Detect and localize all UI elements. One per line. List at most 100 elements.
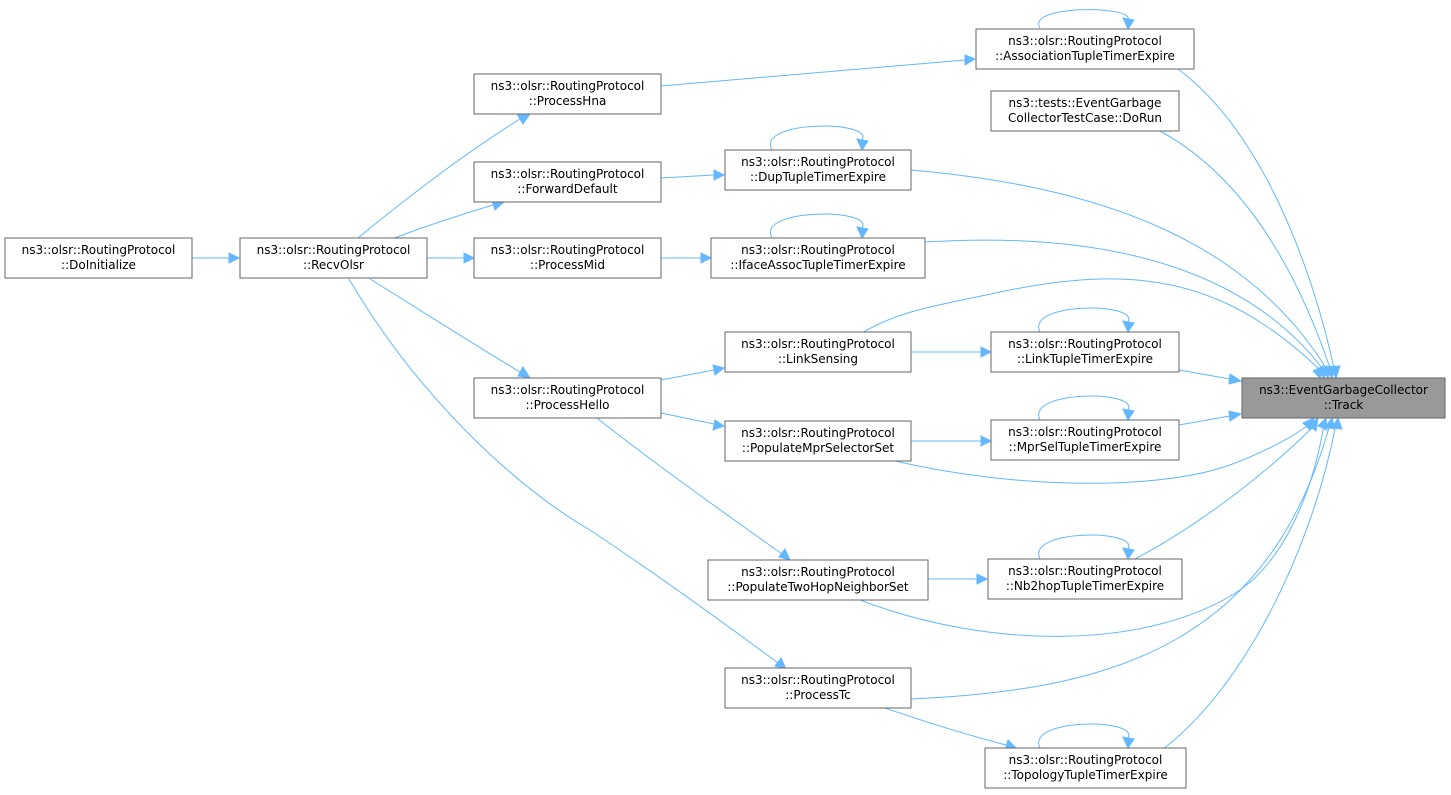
edge-processhello-linksensing xyxy=(660,369,715,381)
node-box xyxy=(975,28,1195,70)
node-populatemprselectorset[interactable]: ns3::olsr::RoutingProtocol ::PopulateMpr… xyxy=(724,420,912,462)
node-box xyxy=(990,419,1180,461)
self-loop-ifaceassoctupletimerexpire xyxy=(769,213,864,239)
node-doinitialize[interactable]: ns3::olsr::RoutingProtocol ::DoInitializ… xyxy=(4,237,193,279)
self-loop-mprseltupletimerexpire xyxy=(1038,395,1130,421)
edge-forwarddefault-duptupletimerexpire xyxy=(660,174,715,179)
node-label-line2: ::LinkSensing xyxy=(778,352,858,366)
edge-mprseltupletimerexpire-track xyxy=(1178,415,1231,426)
node-label-line2: ::DoInitialize xyxy=(61,258,136,272)
edge-recvolsr-processtc xyxy=(348,278,779,664)
arrowhead xyxy=(964,54,977,66)
node-label-line2: ::LinkTupleTimerExpire xyxy=(1017,352,1153,366)
arrowhead xyxy=(1122,408,1135,422)
node-box xyxy=(724,331,912,373)
node-processmid[interactable]: ns3::olsr::RoutingProtocol ::ProcessMid xyxy=(473,237,662,279)
node-label-line2: ::Track xyxy=(1324,398,1364,412)
node-label-line1: ns3::tests::EventGarbage xyxy=(1009,96,1162,110)
arrowhead xyxy=(712,419,726,431)
node-label-line1: ns3::olsr::RoutingProtocol xyxy=(1008,425,1162,439)
self-loop-topologytupletimerexpire xyxy=(1038,723,1130,749)
arrowhead xyxy=(1312,365,1324,379)
arrowhead xyxy=(1122,320,1135,334)
edge-populatemprselectorset-track xyxy=(894,423,1311,484)
node-label-line2: ::PopulateTwoHopNeighborSet xyxy=(727,580,909,594)
node-linksensing[interactable]: ns3::olsr::RoutingProtocol ::LinkSensing xyxy=(724,331,912,373)
node-track[interactable]: ns3::EventGarbageCollector ::Track xyxy=(1241,377,1446,419)
edge-linktupletimerexpire-track xyxy=(1178,369,1231,380)
node-box xyxy=(473,237,662,279)
arrowhead xyxy=(1228,410,1243,422)
node-topologytupletimerexpire[interactable]: ns3::olsr::RoutingProtocol ::TopologyTup… xyxy=(984,747,1187,789)
node-box xyxy=(990,331,1180,373)
node-duptupletimerexpire[interactable]: ns3::olsr::RoutingProtocol ::DupTupleTim… xyxy=(724,149,912,191)
node-box xyxy=(724,420,912,462)
node-label-line2: ::RecvOlsr xyxy=(303,258,364,272)
node-box xyxy=(1241,377,1446,419)
edge-processhello-populatetwohopneighborset xyxy=(596,417,783,555)
arrowhead xyxy=(976,573,989,585)
node-label-line2: ::Nb2hopTupleTimerExpire xyxy=(1006,579,1164,593)
node-label-line2: ::AssociationTupleTimerExpire xyxy=(995,49,1175,63)
node-processtc[interactable]: ns3::olsr::RoutingProtocol ::ProcessTc xyxy=(724,667,912,709)
node-associationtupletimerexpire[interactable]: ns3::olsr::RoutingProtocol ::Association… xyxy=(975,28,1195,70)
node-label-line2: ::IfaceAssocTupleTimerExpire xyxy=(730,258,905,272)
arrowhead xyxy=(1122,17,1135,31)
node-box xyxy=(707,559,929,601)
node-nb2hoptupletimerexpire[interactable]: ns3::olsr::RoutingProtocol ::Nb2hopTuple… xyxy=(987,558,1183,600)
edge-processtc-topologytupletimerexpire xyxy=(884,707,1007,746)
edge-recvolsr-processhna xyxy=(357,118,521,239)
edge-processhello-populatemprselectorset xyxy=(660,412,715,425)
node-recvolsr[interactable]: ns3::olsr::RoutingProtocol ::RecvOlsr xyxy=(239,237,428,279)
edge-nb2hoptupletimerexpire-track xyxy=(1134,423,1317,560)
edge-topologytupletimerexpire-track xyxy=(1129,423,1337,771)
node-box xyxy=(710,237,926,279)
edge-associationtupletimerexpire-track xyxy=(1177,68,1335,369)
node-label-line1: ns3::olsr::RoutingProtocol xyxy=(1009,753,1163,767)
arrowhead xyxy=(463,252,476,264)
node-label-line2: ::PopulateMprSelectorSet xyxy=(742,441,894,455)
edge-linksensing-track xyxy=(861,278,1319,369)
node-label-line1: ns3::olsr::RoutingProtocol xyxy=(491,243,645,257)
node-box xyxy=(984,747,1187,789)
edge-processtc-track xyxy=(910,423,1331,700)
arrowhead xyxy=(713,169,726,181)
node-label-line1: ns3::olsr::RoutingProtocol xyxy=(22,243,176,257)
edge-populatetwohopneighborset-track xyxy=(859,423,1325,637)
node-eventgarbagecollectortestcase-dorun[interactable]: ns3::tests::EventGarbage CollectorTestCa… xyxy=(990,90,1180,132)
node-label-line2: ::ProcessMid xyxy=(530,258,605,272)
node-box xyxy=(724,149,912,191)
node-label-line1: ns3::olsr::RoutingProtocol xyxy=(741,337,895,351)
arrowhead xyxy=(778,548,791,561)
node-processhna[interactable]: ns3::olsr::RoutingProtocol ::ProcessHna xyxy=(473,73,662,115)
arrowhead xyxy=(516,113,531,125)
node-box xyxy=(473,73,662,115)
edges xyxy=(192,9,1343,771)
node-label-line2: ::ProcessHello xyxy=(525,398,609,412)
arrowhead xyxy=(1331,416,1343,430)
node-box xyxy=(473,377,662,419)
node-label-line2: ::ProcessHna xyxy=(529,94,607,108)
arrowhead xyxy=(980,435,993,447)
arrowhead xyxy=(700,252,713,264)
self-loop-nb2hoptupletimerexpire xyxy=(1038,534,1130,560)
node-processhello[interactable]: ns3::olsr::RoutingProtocol ::ProcessHell… xyxy=(473,377,662,419)
arrowhead xyxy=(1122,547,1135,561)
node-label-line2: ::TopologyTupleTimerExpire xyxy=(1003,768,1168,782)
node-label-line1: ns3::olsr::RoutingProtocol xyxy=(491,383,645,397)
node-label-line1: ns3::olsr::RoutingProtocol xyxy=(741,565,895,579)
node-label-line1: ns3::olsr::RoutingProtocol xyxy=(1008,337,1162,351)
node-label-line1: ns3::olsr::RoutingProtocol xyxy=(741,426,895,440)
node-linktupletimerexpire[interactable]: ns3::olsr::RoutingProtocol ::LinkTupleTi… xyxy=(990,331,1180,373)
node-label-line1: ns3::olsr::RoutingProtocol xyxy=(741,673,895,687)
node-label-line2: ::MprSelTupleTimerExpire xyxy=(1009,440,1162,454)
arrowhead xyxy=(856,138,869,152)
arrowhead xyxy=(856,226,869,240)
node-ifaceassoctupletimerexpire[interactable]: ns3::olsr::RoutingProtocol ::IfaceAssocT… xyxy=(710,237,926,279)
node-populatetwohopneighborset[interactable]: ns3::olsr::RoutingProtocol ::PopulateTwo… xyxy=(707,559,929,601)
node-label-line2: ::DupTupleTimerExpire xyxy=(750,170,886,184)
edge-eventgarbagecollectortestcase-track xyxy=(1159,130,1331,369)
node-mprseltupletimerexpire[interactable]: ns3::olsr::RoutingProtocol ::MprSelTuple… xyxy=(990,419,1180,461)
node-forwarddefault[interactable]: ns3::olsr::RoutingProtocol ::ForwardDefa… xyxy=(473,161,662,203)
